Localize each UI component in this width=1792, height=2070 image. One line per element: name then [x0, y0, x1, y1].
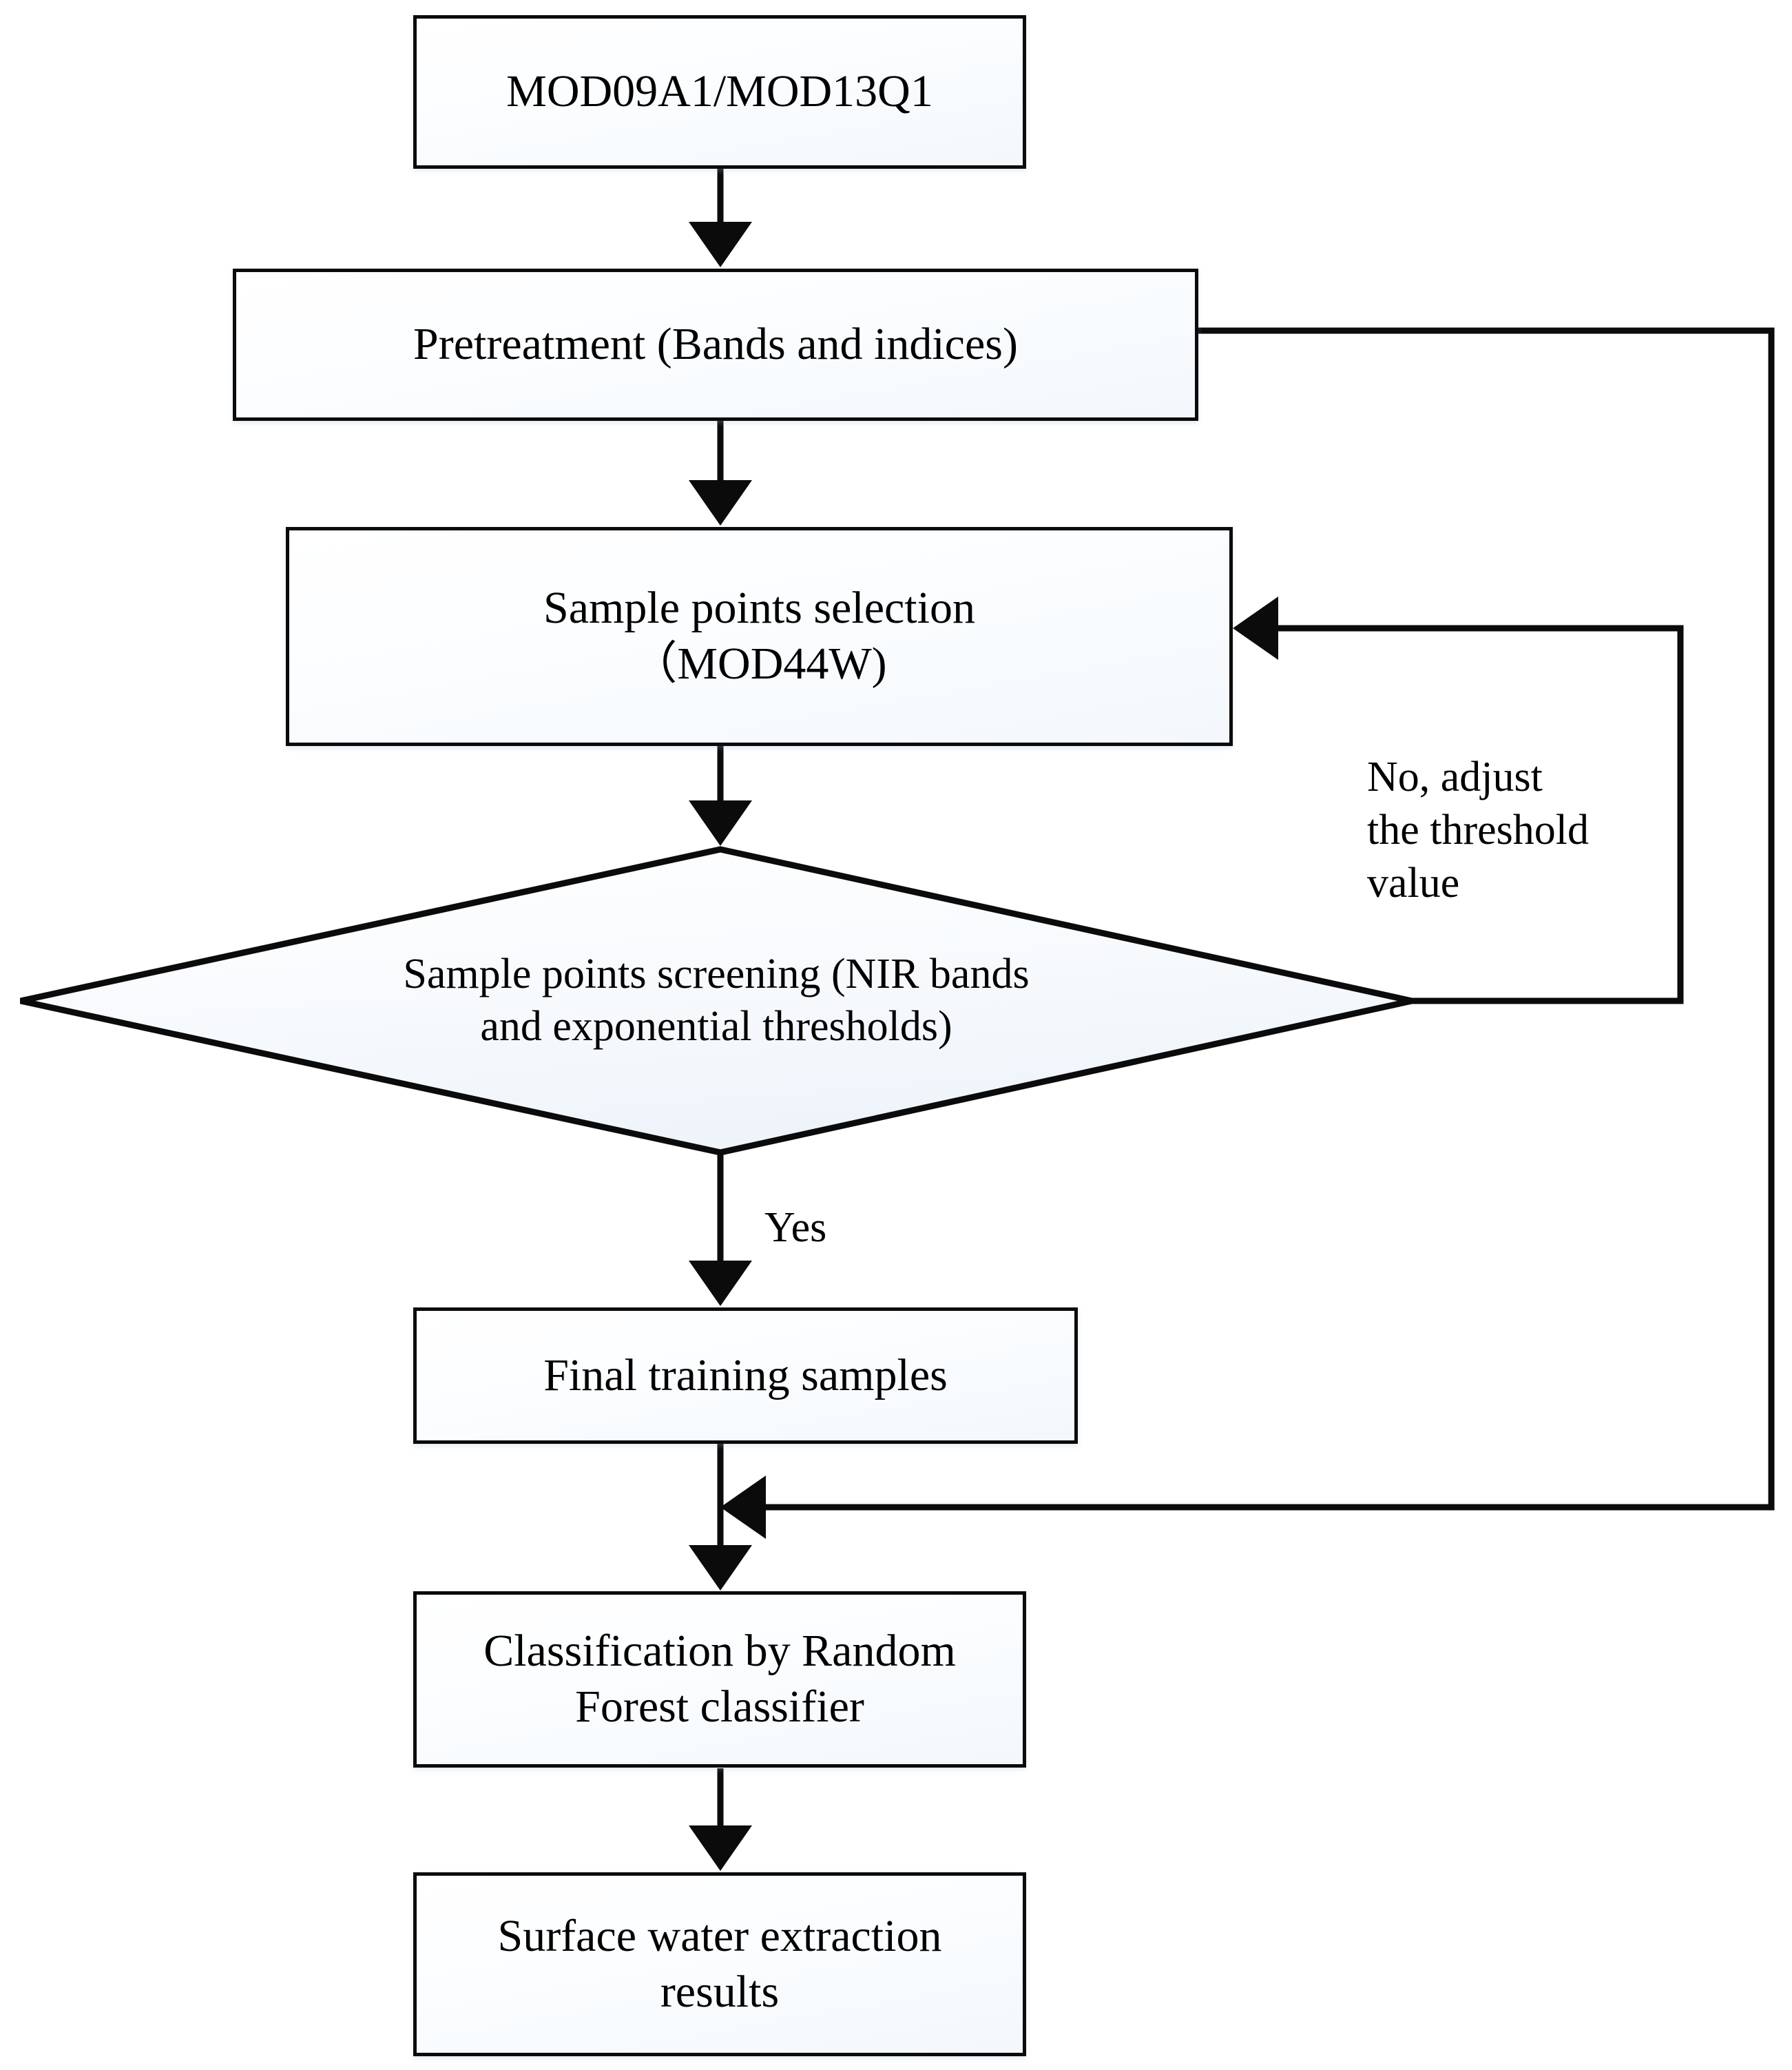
node-final-training-samples: Final training samples [413, 1307, 1078, 1444]
arrowhead-down-classify [689, 1545, 752, 1591]
arrowhead-down-final [689, 1261, 752, 1306]
arrowhead-down-result [689, 1825, 752, 1871]
node-sample-points-selection: Sample points selection （MOD44W) [286, 527, 1233, 746]
arrowhead-down-selection [689, 480, 752, 526]
node-source-data: MOD09A1/MOD13Q1 [413, 15, 1026, 169]
node-final-label: Final training samples [543, 1349, 948, 1400]
diamond-shape [20, 846, 1413, 1156]
node-result-line1: Surface water extraction [497, 1910, 942, 1961]
node-source-label: MOD09A1/MOD13Q1 [506, 66, 933, 117]
node-sample-points-screening: Sample points screening (NIR bands and e… [17, 846, 1415, 1156]
arrowhead-left-selection [1233, 597, 1278, 660]
arrowhead-left-final-join [720, 1476, 766, 1539]
arrowhead-down-screening [689, 800, 752, 846]
node-selection-line2: （MOD44W) [632, 639, 887, 689]
node-screening-line2: and exponential thresholds) [480, 1003, 952, 1050]
node-pretreatment: Pretreatment (Bands and indices) [233, 269, 1198, 421]
node-selection-line1: Sample points selection [543, 583, 975, 634]
node-classify-label: Classification by Random Forest classifi… [417, 1624, 1023, 1735]
node-pretreatment-label: Pretreatment (Bands and indices) [413, 319, 1018, 370]
edge-label-no-adjust-threshold: No, adjust the threshold value [1367, 754, 1589, 907]
arrowhead-down-pretreatment [689, 222, 752, 267]
node-screening-line1: Sample points screening (NIR bands [403, 951, 1030, 998]
node-classification-random-forest: Classification by Random Forest classifi… [413, 1591, 1026, 1768]
node-screening-label: Sample points screening (NIR bands and e… [17, 846, 1415, 1156]
node-classify-line2: Forest classifier [575, 1681, 864, 1732]
edge-label-yes: Yes [764, 1204, 827, 1251]
node-classify-line1: Classification by Random [483, 1626, 956, 1677]
node-result-line2: results [660, 1966, 780, 2017]
node-result-label: Surface water extraction results [417, 1909, 1023, 2020]
node-surface-water-extraction-results: Surface water extraction results [413, 1872, 1026, 2056]
node-selection-label: Sample points selection （MOD44W) [289, 581, 1229, 692]
